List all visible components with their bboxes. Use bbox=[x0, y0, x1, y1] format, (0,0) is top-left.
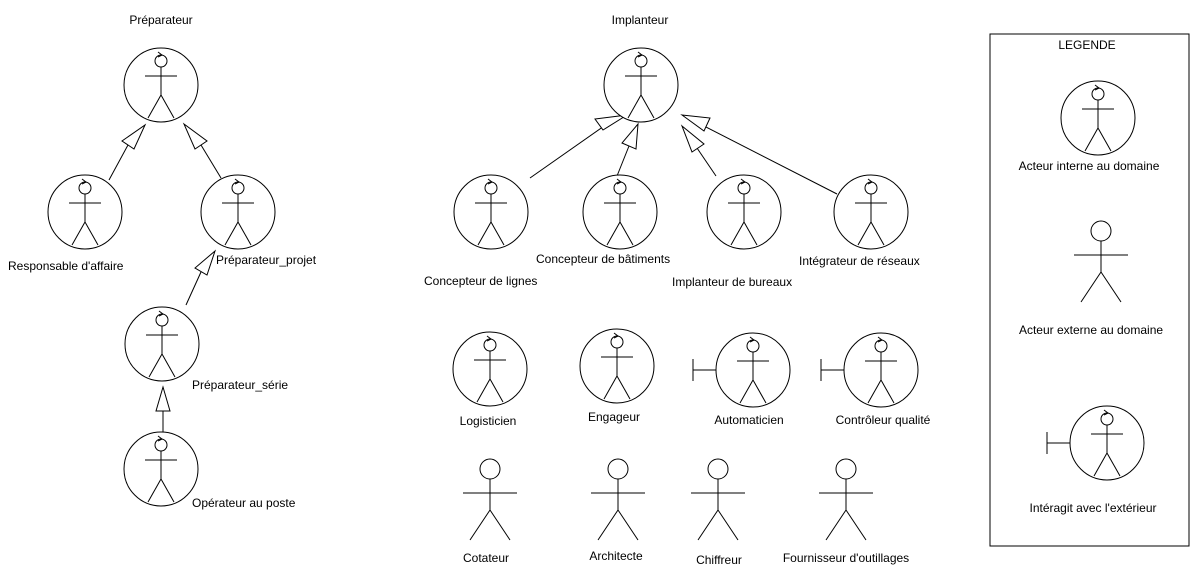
actor-implanteur[interactable]: Implanteur bbox=[603, 13, 679, 123]
stick-figure-icon bbox=[818, 458, 874, 541]
actor-label: Engageur bbox=[588, 410, 640, 424]
actor-preparateur[interactable]: Préparateur bbox=[123, 13, 199, 123]
stick-figure-icon bbox=[690, 458, 746, 541]
actor-integrateur-reseaux[interactable]: Intégrateur de réseaux bbox=[799, 174, 920, 268]
actor-label: Contrôleur qualité bbox=[836, 413, 931, 427]
actor-label: Responsable d'affaire bbox=[8, 259, 124, 273]
internal-actor-icon bbox=[47, 174, 123, 250]
actor-concepteur-lignes[interactable]: Concepteur de lignes bbox=[424, 174, 537, 288]
actor-cotateur[interactable]: Cotateur bbox=[462, 458, 518, 565]
actor-automaticien[interactable]: Automaticien bbox=[693, 333, 790, 427]
actor-architecte[interactable]: Architecte bbox=[589, 458, 646, 563]
internal-actor-icon bbox=[706, 174, 782, 250]
stick-figure-icon bbox=[462, 458, 518, 541]
internal-actor-icon bbox=[200, 174, 276, 250]
actor-label: Implanteur bbox=[612, 13, 669, 27]
stick-figure-icon bbox=[590, 458, 646, 541]
actor-fournisseur-outillages[interactable]: Fournisseur d'outillages bbox=[783, 458, 909, 565]
legend-external-label: Acteur externe au domaine bbox=[1019, 323, 1163, 337]
legend-interacts-label: Intéragit avec l'extérieur bbox=[1029, 501, 1156, 515]
actor-label: Opérateur au poste bbox=[192, 496, 296, 510]
actor-label: Concepteur de bâtiments bbox=[536, 252, 670, 266]
actor-responsable-affaire[interactable]: Responsable d'affaire bbox=[8, 174, 124, 273]
internal-actor-icon bbox=[452, 331, 528, 407]
actor-label: Fournisseur d'outillages bbox=[783, 551, 909, 565]
actor-label: Concepteur de lignes bbox=[424, 274, 537, 288]
actor-label: Automaticien bbox=[714, 413, 783, 427]
actor-engageur[interactable]: Engageur bbox=[579, 328, 655, 424]
internal-actor-icon bbox=[124, 306, 200, 382]
actor-label: Intégrateur de réseaux bbox=[799, 254, 920, 268]
actor-label: Préparateur_projet bbox=[216, 253, 317, 267]
internal-actor-icon bbox=[123, 431, 199, 507]
actor-implanteur-bureaux[interactable]: Implanteur de bureaux bbox=[672, 174, 792, 289]
generalization-lines bbox=[108, 123, 838, 433]
hollow-triangle-arrow-icon bbox=[194, 249, 217, 276]
actor-label: Chiffreur bbox=[696, 553, 742, 565]
actor-label: Architecte bbox=[589, 549, 643, 563]
actor-preparateur-serie[interactable]: Préparateur_série bbox=[124, 306, 288, 392]
legend-title: LEGENDE bbox=[1058, 38, 1115, 52]
internal-actor-icon bbox=[123, 47, 199, 123]
actor-label: Préparateur_série bbox=[192, 378, 288, 392]
hollow-triangle-arrow-icon bbox=[182, 122, 208, 150]
hollow-triangle-arrow-icon bbox=[680, 124, 705, 153]
actor-label: Logisticien bbox=[460, 414, 517, 428]
actor-logisticien[interactable]: Logisticien bbox=[452, 331, 528, 428]
actor-controleur-qualite[interactable]: Contrôleur qualité bbox=[821, 333, 931, 427]
legend: LEGENDE Acteur interne au domaine Acteur… bbox=[989, 33, 1190, 547]
actor-preparateur-projet[interactable]: Préparateur_projet bbox=[200, 174, 317, 267]
hollow-triangle-arrow-icon bbox=[594, 114, 628, 131]
internal-actor-icon bbox=[1060, 80, 1136, 156]
actor-chiffreur[interactable]: Chiffreur bbox=[690, 458, 746, 565]
hollow-triangle-arrow-icon bbox=[680, 114, 711, 132]
actor-label: Préparateur bbox=[129, 13, 192, 27]
hollow-triangle-arrow-icon bbox=[155, 385, 171, 412]
generalization-arrowheads bbox=[121, 114, 711, 412]
boundary-actor-icon bbox=[693, 333, 790, 407]
legend-internal-label: Acteur interne au domaine bbox=[1019, 159, 1160, 173]
hollow-triangle-arrow-icon bbox=[121, 123, 147, 150]
actor-concepteur-batiments[interactable]: Concepteur de bâtiments bbox=[536, 174, 670, 266]
actor-label: Implanteur de bureaux bbox=[672, 275, 792, 289]
actor-operateur-poste[interactable]: Opérateur au poste bbox=[123, 431, 296, 510]
internal-actor-icon bbox=[603, 47, 679, 123]
hollow-triangle-arrow-icon bbox=[621, 122, 639, 150]
actor-label: Cotateur bbox=[463, 551, 509, 565]
boundary-actor-icon bbox=[821, 333, 918, 407]
internal-actor-icon bbox=[833, 174, 909, 250]
internal-actor-icon bbox=[453, 174, 529, 250]
internal-actor-icon bbox=[582, 174, 658, 250]
internal-actor-icon bbox=[579, 328, 655, 404]
